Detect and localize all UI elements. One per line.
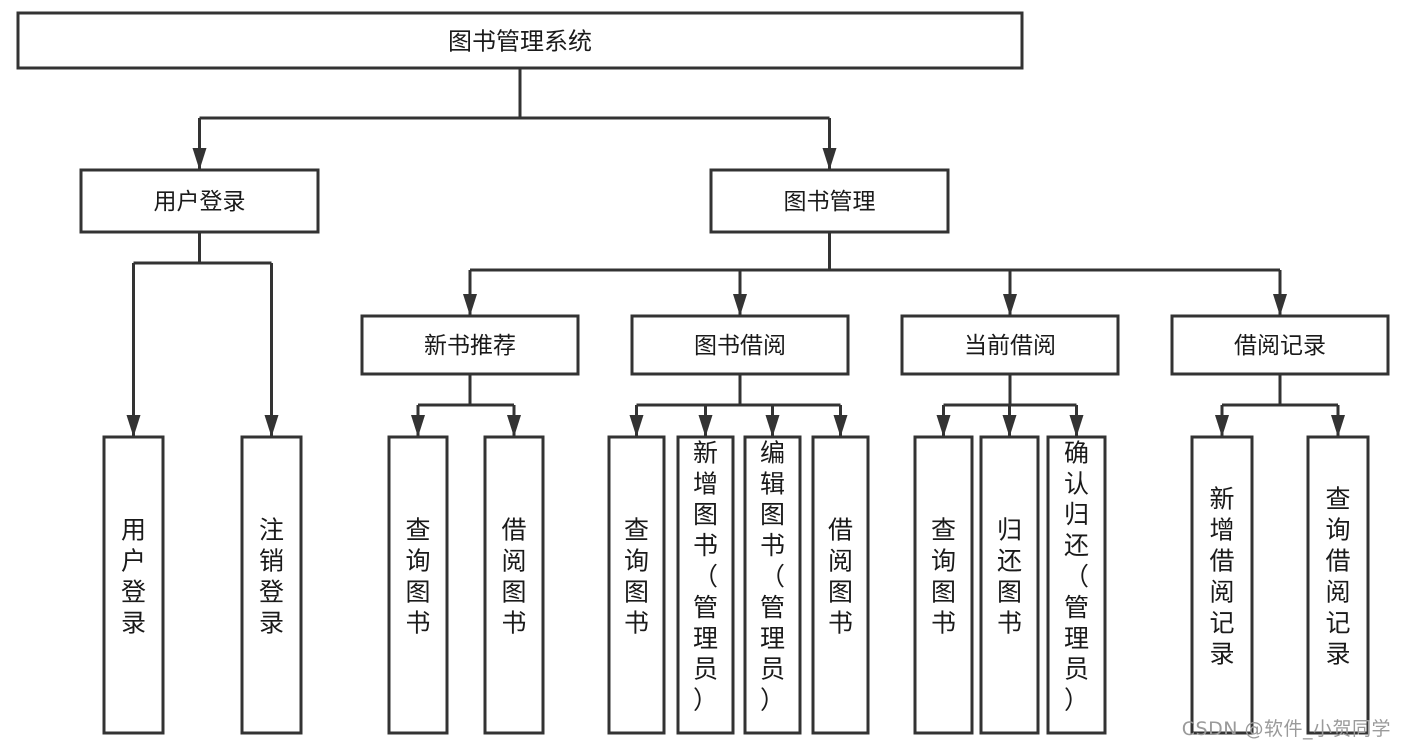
leaf-leaf-add-book-admin-rect: [676, 435, 735, 735]
conn-user-login-arrow-0: [126, 415, 141, 437]
leaf-leaf-borrow-book[interactable]: 借阅图书: [811, 435, 870, 735]
leaf-leaf-user-login-label: 用户登录: [121, 516, 146, 638]
leaf-leaf-return-book-label: 归还图书: [997, 516, 1022, 638]
conn-current-borrow-arrow-2: [1069, 415, 1084, 437]
conn-new-book-rec-arrow-0: [411, 415, 425, 437]
conn-new-book-rec-arrow-1: [507, 415, 521, 437]
conn-user-login-arrow-1: [264, 415, 279, 437]
leaf-leaf-edit-book-admin[interactable]: 编辑图书（管理员）: [743, 435, 802, 735]
leaf-leaf-borrow-book-rec[interactable]: 借阅图书: [483, 435, 545, 735]
leaf-leaf-user-logout-rect: [240, 435, 303, 735]
leaf-leaf-query-borrow-record[interactable]: 查询借阅记录: [1306, 435, 1370, 735]
node-user-login-label: 用户登录: [154, 189, 246, 215]
conn-book-manage-arrow-2: [1003, 294, 1017, 316]
leaf-leaf-query-book-current-label: 查询图书: [931, 516, 956, 638]
leaf-leaf-query-book-borrow-label: 查询图书: [624, 516, 649, 638]
leaf-leaf-return-book[interactable]: 归还图书: [979, 435, 1040, 735]
leaf-leaf-add-book-admin-label: 新增图书（管理员）: [693, 438, 718, 714]
node-root[interactable]: 图书管理系统: [16, 11, 1024, 70]
conn-book-borrow-arrow-3: [833, 415, 848, 437]
node-book-manage-label: 图书管理: [784, 189, 876, 215]
node-book-manage-rect: [709, 168, 950, 234]
node-current-borrow-rect: [900, 314, 1120, 376]
node-new-book-rec[interactable]: 新书推荐: [360, 314, 580, 376]
node-book-borrow[interactable]: 图书借阅: [630, 314, 850, 376]
leaf-leaf-confirm-return-admin[interactable]: 确认归还（管理员）: [1046, 435, 1107, 735]
conn-book-borrow-arrow-0: [629, 415, 644, 437]
leaf-leaf-borrow-book-rec-rect: [483, 435, 545, 735]
conn-book-borrow-arrow-2: [765, 415, 780, 437]
leaf-leaf-query-book-current[interactable]: 查询图书: [913, 435, 974, 735]
leaf-leaf-query-borrow-record-rect: [1306, 435, 1370, 735]
conn-borrow-record-arrow-0: [1215, 415, 1229, 437]
conn-root-arrow-1: [822, 148, 837, 170]
leaf-leaf-query-book-rec-label: 查询图书: [405, 516, 430, 638]
leaf-leaf-user-logout-label: 注销登录: [259, 516, 284, 638]
conn-root-arrow-0: [192, 148, 207, 170]
leaf-leaf-edit-book-admin-label: 编辑图书（管理员）: [760, 438, 785, 714]
leaf-leaf-query-book-borrow-rect: [607, 435, 666, 735]
leaf-leaf-add-borrow-record-label: 新增借阅记录: [1209, 485, 1234, 669]
node-user-login[interactable]: 用户登录: [79, 168, 320, 234]
leaf-leaf-query-borrow-record-label: 查询借阅记录: [1325, 485, 1350, 669]
node-borrow-record-rect: [1170, 314, 1390, 376]
node-current-borrow[interactable]: 当前借阅: [900, 314, 1120, 376]
node-user-login-rect: [79, 168, 320, 234]
conn-book-manage-arrow-0: [463, 294, 477, 316]
leaf-leaf-confirm-return-admin-rect: [1046, 435, 1107, 735]
leaf-leaf-confirm-return-admin-label: 确认归还（管理员）: [1064, 438, 1089, 714]
leaf-leaf-user-login[interactable]: 用户登录: [102, 435, 165, 735]
leaf-leaf-edit-book-admin-rect: [743, 435, 802, 735]
conn-book-borrow-arrow-1: [698, 415, 713, 437]
node-new-book-rec-rect: [360, 314, 580, 376]
node-borrow-record-label: 借阅记录: [1234, 333, 1326, 359]
leaf-leaf-add-borrow-record-rect: [1190, 435, 1254, 735]
node-root-label: 图书管理系统: [448, 28, 592, 56]
leaf-leaf-query-book-rec-rect: [387, 435, 449, 735]
connector-lines: [126, 68, 1345, 437]
node-current-borrow-label: 当前借阅: [964, 333, 1056, 359]
leaf-leaf-add-book-admin[interactable]: 新增图书（管理员）: [676, 435, 735, 735]
leaf-leaf-user-login-rect: [102, 435, 165, 735]
conn-current-borrow-arrow-0: [936, 415, 951, 437]
conn-book-manage-arrow-1: [733, 294, 747, 316]
node-new-book-rec-label: 新书推荐: [424, 333, 516, 359]
leaf-leaf-borrow-book-rect: [811, 435, 870, 735]
node-book-borrow-rect: [630, 314, 850, 376]
node-book-manage[interactable]: 图书管理: [709, 168, 950, 234]
leaf-leaf-add-borrow-record[interactable]: 新增借阅记录: [1190, 435, 1254, 735]
conn-book-manage-arrow-3: [1273, 294, 1287, 316]
node-root-rect: [16, 11, 1024, 70]
leaf-leaf-query-book-rec[interactable]: 查询图书: [387, 435, 449, 735]
node-book-borrow-label: 图书借阅: [694, 333, 786, 359]
node-borrow-record[interactable]: 借阅记录: [1170, 314, 1390, 376]
leaf-leaf-query-book-borrow[interactable]: 查询图书: [607, 435, 666, 735]
conn-current-borrow-arrow-1: [1002, 415, 1017, 437]
leaf-leaf-query-book-current-rect: [913, 435, 974, 735]
conn-borrow-record-arrow-1: [1331, 415, 1345, 437]
leaf-leaf-borrow-book-rec-label: 借阅图书: [501, 516, 526, 638]
leaf-leaf-borrow-book-label: 借阅图书: [828, 516, 853, 638]
leaf-leaf-user-logout[interactable]: 注销登录: [240, 435, 303, 735]
node-boxes: 图书管理系统用户登录图书管理新书推荐图书借阅当前借阅借阅记录用户登录注销登录查询…: [16, 11, 1390, 735]
leaf-leaf-return-book-rect: [979, 435, 1040, 735]
